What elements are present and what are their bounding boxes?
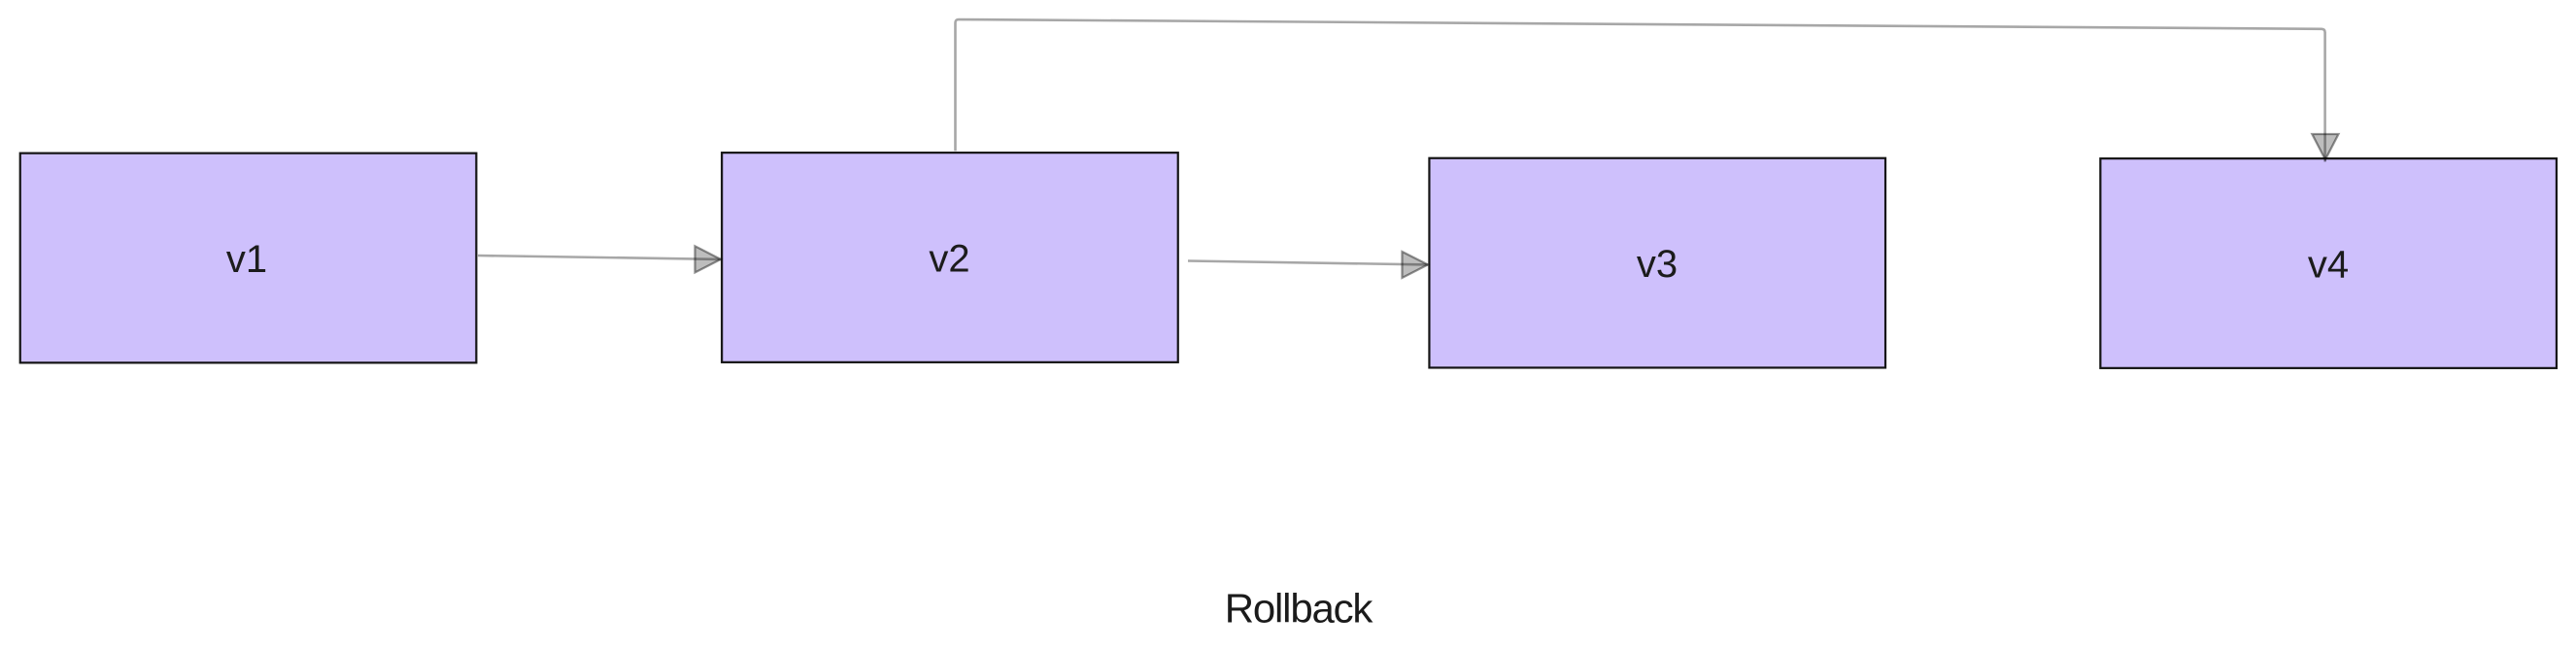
svg-text:Rollback: Rollback <box>1225 586 1374 632</box>
svg-text:v4: v4 <box>2308 243 2349 286</box>
svg-text:v3: v3 <box>1637 243 1678 286</box>
svg-text:v2: v2 <box>929 237 969 280</box>
svg-text:v1: v1 <box>226 238 267 281</box>
